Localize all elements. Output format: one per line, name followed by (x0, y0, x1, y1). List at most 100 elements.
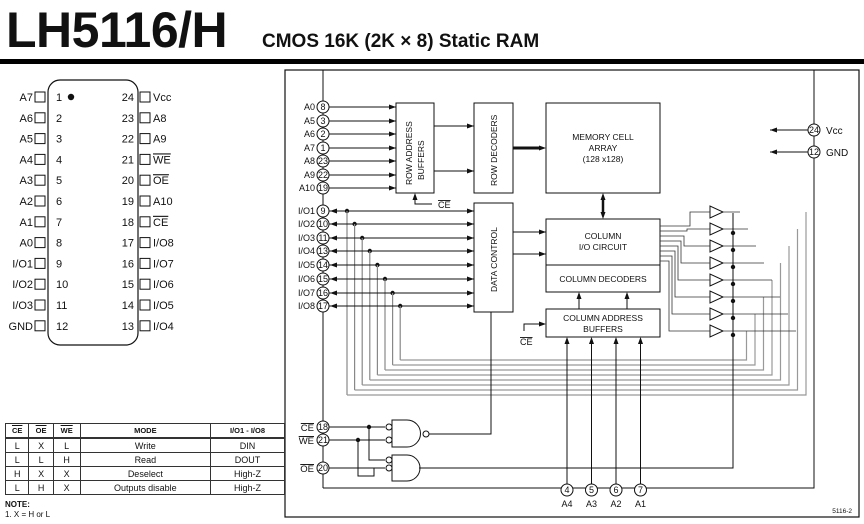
ce-label: CE (438, 200, 451, 210)
page-title: LH5116/H (6, 2, 228, 58)
arrow-icon (389, 185, 396, 191)
pin-pad (139, 195, 151, 207)
pin-label: GND (9, 321, 34, 333)
pin-pad (34, 112, 46, 124)
pin-label: CE (153, 217, 168, 229)
dip-package (47, 79, 139, 346)
wire (660, 240, 710, 264)
pin-label: GND (826, 148, 848, 159)
arrow-icon (613, 337, 619, 344)
pin-number: 24 (122, 92, 134, 104)
block-label: MEMORY CELL (572, 132, 634, 142)
pin-label: I/O2 (12, 279, 33, 291)
tristate-buffer (709, 222, 725, 236)
pin-pad (34, 174, 46, 186)
pin-number: 21 (122, 154, 134, 166)
pin-label: A2 (20, 196, 33, 208)
pin-number: 23 (318, 156, 328, 166)
pin-label: I/O1 (298, 206, 315, 216)
column-header: OE (28, 423, 54, 439)
pin-number: 8 (56, 238, 62, 250)
inverter-bubble (385, 464, 393, 472)
pin-label: A3 (20, 175, 33, 187)
column-header: CE (4, 423, 30, 439)
arrow-icon (330, 290, 337, 296)
table-cell: X (28, 466, 54, 481)
wire (660, 245, 710, 281)
pin-circle (316, 244, 330, 258)
pin-circle (316, 258, 330, 272)
pin-label: A1 (635, 499, 646, 509)
arrow-icon (330, 221, 337, 227)
pin-number: 6 (613, 485, 618, 495)
pin-label: I/O8 (153, 238, 174, 250)
arrow-icon (467, 208, 474, 214)
arrow-icon (412, 193, 418, 200)
arrow-icon (467, 262, 474, 268)
pin-number: 4 (56, 154, 62, 166)
io-bus (400, 331, 748, 361)
table-cell: L (52, 437, 81, 453)
pin-circle (316, 141, 330, 155)
pin-number: 14 (122, 300, 134, 312)
pin-pad (34, 153, 46, 165)
pin-label: A0 (20, 238, 33, 250)
header-rule (0, 59, 864, 64)
pin-circle (807, 145, 821, 159)
pin-pad (34, 195, 46, 207)
pin-label: A3 (586, 499, 597, 509)
and-gate-output-enable (391, 454, 421, 482)
control-pin-label: CE (301, 423, 314, 434)
arrow-icon (770, 127, 777, 133)
pin-pad (34, 257, 46, 269)
pin-circle (807, 123, 821, 137)
pin-circle (316, 127, 330, 141)
figure-id: 5116-2 (832, 508, 852, 515)
arrow-icon (389, 131, 396, 137)
control-pin-label: OE (300, 464, 314, 475)
inverter-bubble (385, 423, 393, 431)
block-label: COLUMN ADDRESS (563, 313, 643, 323)
pin-label: I/O4 (153, 321, 174, 333)
pin-pad (34, 237, 46, 249)
pin-label: WE (153, 154, 171, 166)
column-header: I/O1 - I/O8 (210, 423, 285, 439)
io-bus (347, 212, 807, 396)
pin-number: 9 (320, 206, 325, 216)
pin-number: 3 (320, 116, 325, 126)
pin-pad (139, 112, 151, 124)
arrow-icon (564, 337, 570, 344)
arrow-icon (539, 229, 546, 235)
pin-number: 19 (122, 196, 134, 208)
pin-circle (316, 217, 330, 231)
tristate-buffer (709, 239, 725, 253)
pin-label: A1 (20, 217, 33, 229)
pin-number: 20 (318, 463, 328, 473)
arrow-icon (467, 235, 474, 241)
block-label: ROW ADDRESS (404, 121, 414, 185)
table-cell: Write (79, 437, 212, 453)
pin-circle (316, 272, 330, 286)
pin-number: 19 (318, 183, 328, 193)
block-label: (128 x128) (583, 154, 624, 164)
pin-pad (139, 237, 151, 249)
pin-number: 21 (318, 435, 328, 445)
pin-number: 22 (122, 134, 134, 146)
pin-circle (560, 483, 574, 497)
table-cell: L (4, 452, 30, 467)
wire (414, 195, 432, 205)
arrow-icon (330, 303, 337, 309)
pin-number: 3 (56, 134, 62, 146)
pin-pad (139, 174, 151, 186)
table-cell: Read (79, 452, 212, 467)
pin-number: 1 (320, 143, 325, 153)
pin-label: I/O5 (298, 260, 315, 270)
block-label: BUFFERS (416, 140, 426, 180)
block-label: ROW DECODERS (489, 114, 499, 186)
pin-circle (316, 231, 330, 245)
tristate-buffer (709, 256, 725, 270)
